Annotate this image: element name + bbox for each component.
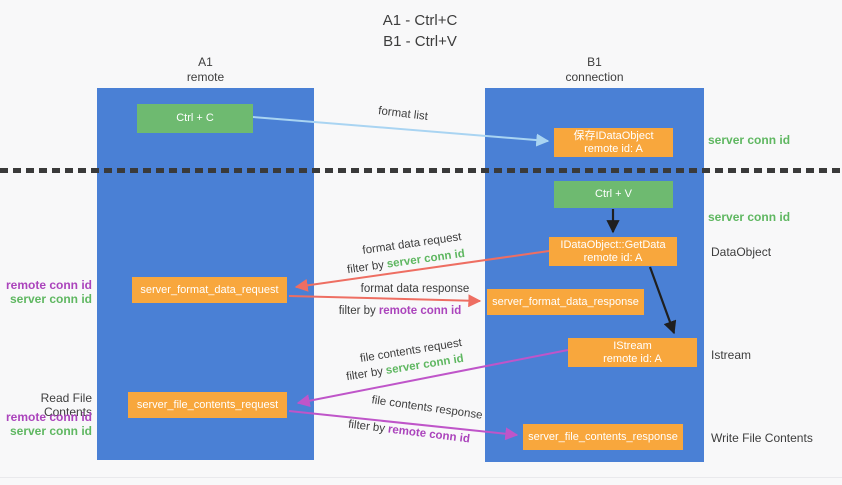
- node-idataobject-getdata: IDataObject::GetData remote id: A: [549, 237, 677, 266]
- left-conn-id-stack-top: remote conn id server conn id: [0, 278, 92, 306]
- server-conn-id-label-mid: server conn id: [708, 210, 791, 224]
- node-server-file-contents-response: server_file_contents_response: [523, 424, 683, 450]
- node-ctrl-v: Ctrl + V: [554, 181, 673, 208]
- node-server-format-data-request-label: server_format_data_request: [140, 283, 279, 296]
- filter-by-text: filter by: [345, 365, 384, 384]
- column-b-subtitle: connection: [565, 70, 624, 84]
- filter-by-text: filter by: [346, 259, 385, 277]
- server-conn-id-label: server conn id: [9, 424, 92, 438]
- node-getdata-line1: IDataObject::GetData: [560, 238, 666, 251]
- node-server-file-contents-request-label: server_file_contents_request: [136, 398, 279, 411]
- node-ctrl-v-label: Ctrl + V: [595, 188, 632, 200]
- column-a-header: A1 remote: [97, 55, 314, 85]
- node-istream-line1: IStream: [613, 339, 652, 352]
- remote-conn-id-label: remote conn id: [5, 410, 92, 424]
- node-server-format-data-request: server_format_data_request: [132, 277, 287, 303]
- node-save-dataobject: 保存IDataObject remote id: A: [554, 128, 673, 157]
- node-server-format-data-response-label: server_format_data_response: [492, 295, 639, 308]
- node-istream-line2: remote id: A: [603, 352, 662, 365]
- istream-label: Istream: [711, 348, 752, 362]
- node-ctrl-c: Ctrl + C: [137, 104, 253, 133]
- server-conn-id-label: server conn id: [9, 292, 92, 306]
- left-conn-id-stack-bottom: remote conn id server conn id: [0, 410, 92, 438]
- format-list-label: format list: [377, 105, 429, 123]
- column-a-title: A1: [198, 55, 213, 69]
- node-server-file-contents-request: server_file_contents_request: [128, 392, 287, 418]
- dataobject-label: DataObject: [711, 245, 772, 259]
- read-file-contents-label: Read File Contents: [40, 391, 92, 419]
- node-save-dataobject-line1: 保存IDataObject: [573, 129, 654, 142]
- column-a-subtitle: remote: [186, 70, 225, 84]
- filter-by-text: filter by: [338, 305, 376, 317]
- title-line-1: A1 - Ctrl+C: [382, 12, 458, 29]
- node-server-format-data-response: server_format_data_response: [487, 289, 644, 315]
- bottom-hairline: [0, 477, 842, 478]
- diagram-title: A1 - Ctrl+C B1 - Ctrl+V: [320, 10, 520, 52]
- machine-separator-dotted-line: [0, 168, 842, 173]
- column-b-header: B1 connection: [485, 55, 704, 85]
- node-save-dataobject-line2: remote id: A: [584, 142, 643, 155]
- title-line-2: B1 - Ctrl+V: [383, 33, 457, 50]
- node-getdata-line2: remote id: A: [583, 251, 643, 264]
- column-b-title: B1: [587, 55, 602, 69]
- file-contents-response-label: file contents response: [370, 394, 484, 422]
- node-ctrl-c-label: Ctrl + C: [176, 112, 214, 124]
- server-conn-id-label-top: server conn id: [708, 133, 791, 147]
- node-server-file-contents-response-label: server_file_contents_response: [528, 430, 678, 443]
- write-file-contents-label: Write File Contents: [711, 431, 813, 445]
- format-data-response-label: format data response: [360, 283, 470, 295]
- filter-by-text: filter by: [347, 418, 386, 436]
- node-istream: IStream remote id: A: [568, 338, 697, 367]
- remote-conn-id-text: remote conn id: [387, 423, 471, 446]
- format-data-response-arrow: [288, 294, 482, 308]
- remote-conn-id-label: remote conn id: [5, 278, 92, 292]
- remote-conn-id-text: remote conn id: [378, 305, 462, 317]
